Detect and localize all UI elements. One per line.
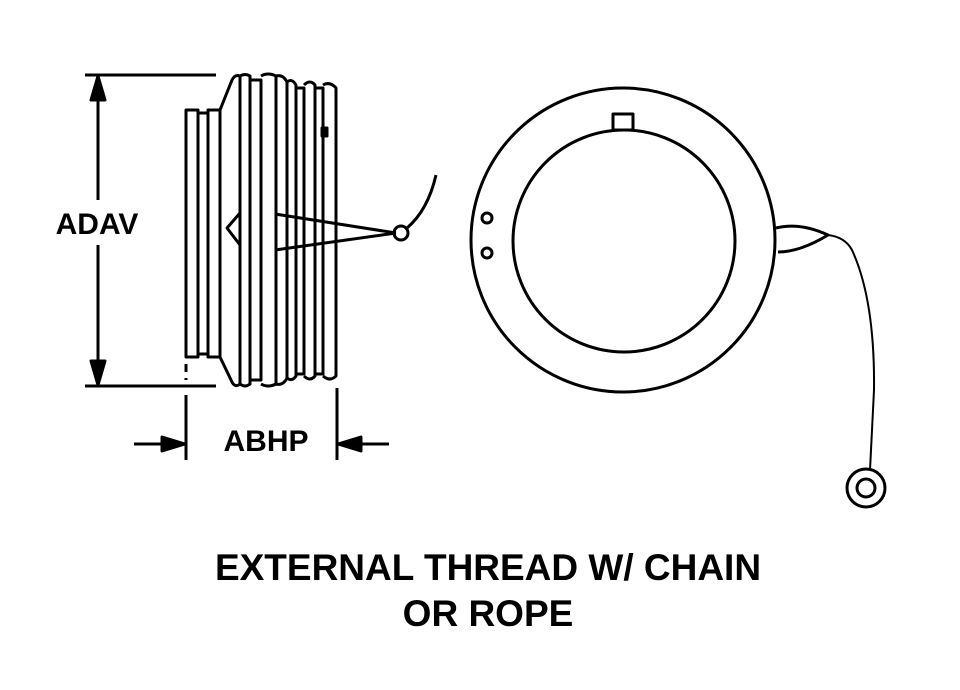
abhp-dimension [134,364,389,460]
cap-side-view [184,72,438,388]
caption-line-2: OR ROPE [403,593,574,634]
caption-line-1: EXTERNAL THREAD W/ CHAIN [215,547,761,588]
adav-dimension [85,73,216,388]
cap-front-view [469,86,887,509]
adav-label: ADAV [56,208,139,241]
abhp-label: ABHP [223,425,308,458]
